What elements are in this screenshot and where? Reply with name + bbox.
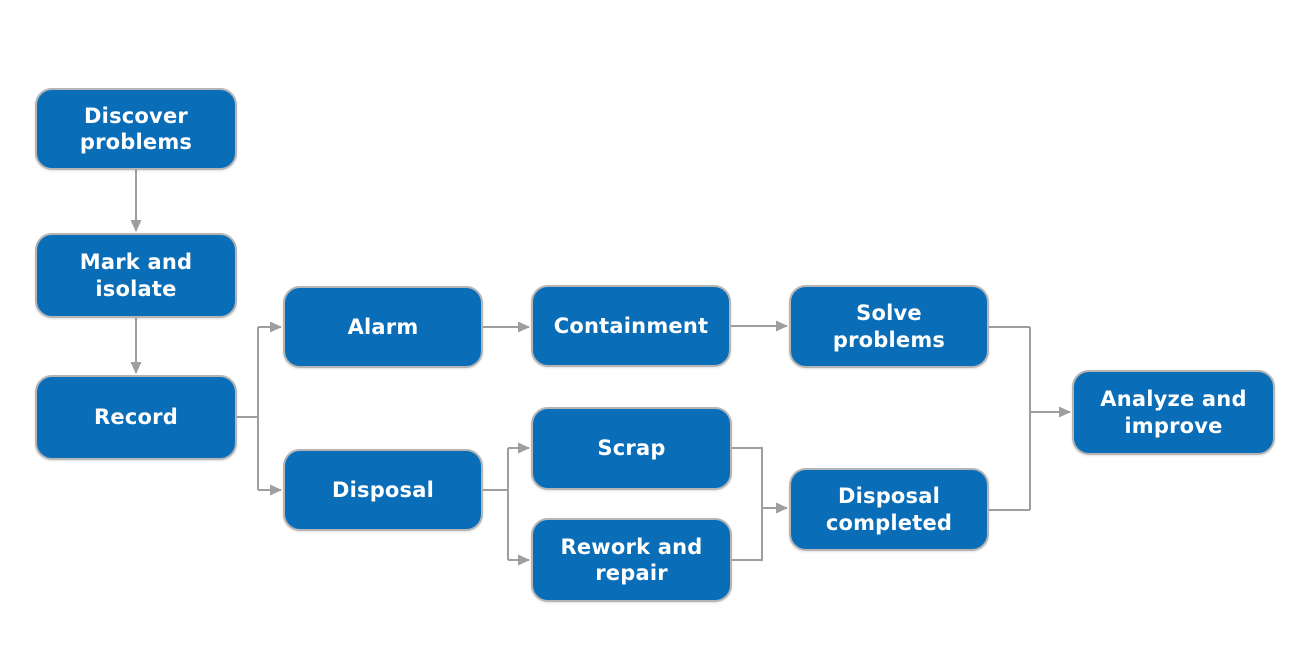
node-discover-problems-label: Discover problems	[79, 103, 193, 154]
node-analyze-and-improve-label: Analyze and improve	[1100, 387, 1247, 438]
edge-rework-stub	[732, 508, 763, 561]
edge-scrap-stub	[732, 447, 763, 508]
node-record: Record	[35, 375, 237, 460]
node-solve-problems-label: Solve problems	[832, 301, 946, 352]
node-containment: Containment	[531, 285, 731, 367]
node-containment-label: Containment	[553, 313, 709, 338]
node-disposal-completed: Disposal completed	[789, 468, 989, 551]
node-mark-and-isolate: Mark and isolate	[35, 233, 237, 318]
node-alarm-label: Alarm	[347, 314, 419, 339]
node-alarm: Alarm	[283, 286, 483, 368]
node-disposal: Disposal	[283, 449, 483, 531]
node-solve-problems: Solve problems	[789, 285, 989, 368]
node-scrap-label: Scrap	[597, 436, 666, 461]
node-discover-problems: Discover problems	[35, 88, 237, 170]
node-scrap: Scrap	[531, 407, 732, 490]
node-disposal-completed-label: Disposal completed	[825, 484, 953, 535]
node-analyze-and-improve: Analyze and improve	[1072, 370, 1275, 455]
node-mark-and-isolate-label: Mark and isolate	[79, 250, 193, 301]
node-disposal-label: Disposal	[331, 477, 435, 502]
node-rework-and-repair-label: Rework and repair	[560, 534, 703, 585]
node-rework-and-repair: Rework and repair	[531, 518, 732, 602]
node-record-label: Record	[94, 405, 178, 430]
